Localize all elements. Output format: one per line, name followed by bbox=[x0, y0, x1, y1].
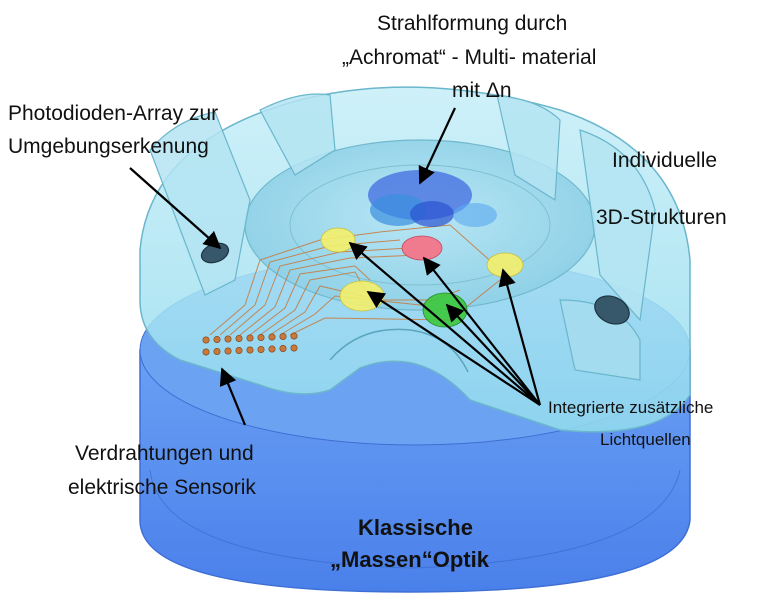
contact-pad bbox=[235, 346, 243, 354]
contact-pad bbox=[268, 333, 276, 341]
achromat-lens bbox=[368, 170, 497, 227]
contact-pad bbox=[279, 344, 287, 352]
strahl-label-line3: mit Δn bbox=[452, 79, 512, 102]
contact-pad bbox=[246, 346, 254, 354]
contact-pad bbox=[202, 348, 210, 356]
integrated-label-line1: Integrierte zusätzliche bbox=[548, 398, 714, 417]
contact-pad bbox=[235, 334, 243, 342]
contact-pad bbox=[213, 335, 221, 343]
integrated-label-line2: Lichtquellen bbox=[600, 430, 691, 449]
photodiode-right bbox=[594, 295, 630, 325]
contact-pad bbox=[290, 332, 298, 340]
strahl-label-line1: Strahlformung durch bbox=[377, 12, 568, 35]
contact-pad bbox=[257, 333, 265, 341]
photodiode-label-line2: Umgebungserkenung bbox=[8, 135, 209, 158]
contact-pad bbox=[202, 336, 210, 344]
individual-label-line1: Individuelle bbox=[612, 149, 718, 172]
pointer-arrows bbox=[129, 107, 542, 426]
contact-pad bbox=[224, 335, 232, 343]
classic-optics-label-line1: Klassische bbox=[358, 515, 473, 540]
individual-label-line2: 3D-Strukturen bbox=[596, 206, 727, 229]
contact-pads bbox=[202, 332, 298, 356]
contact-pad bbox=[246, 334, 254, 342]
contact-pad bbox=[224, 347, 232, 355]
light-source-yellow-left bbox=[339, 280, 385, 312]
classic-optics-label-line2: „Massen“Optik bbox=[330, 547, 489, 572]
contact-pad bbox=[290, 344, 298, 352]
photodiode-label-line1: Photodioden-Array zur bbox=[8, 102, 219, 125]
contact-pad bbox=[279, 332, 287, 340]
strahl-label-line2: „Achromat“ - Multi- material bbox=[342, 46, 597, 69]
contact-pad bbox=[268, 345, 276, 353]
contact-pad bbox=[257, 345, 265, 353]
wiring-label-line1: Verdrahtungen und bbox=[75, 442, 254, 465]
wiring-label-line2: elektrische Sensorik bbox=[68, 476, 256, 499]
contact-pad bbox=[213, 347, 221, 355]
light-source-yellow-top bbox=[320, 227, 356, 253]
light-source-red bbox=[401, 235, 443, 261]
